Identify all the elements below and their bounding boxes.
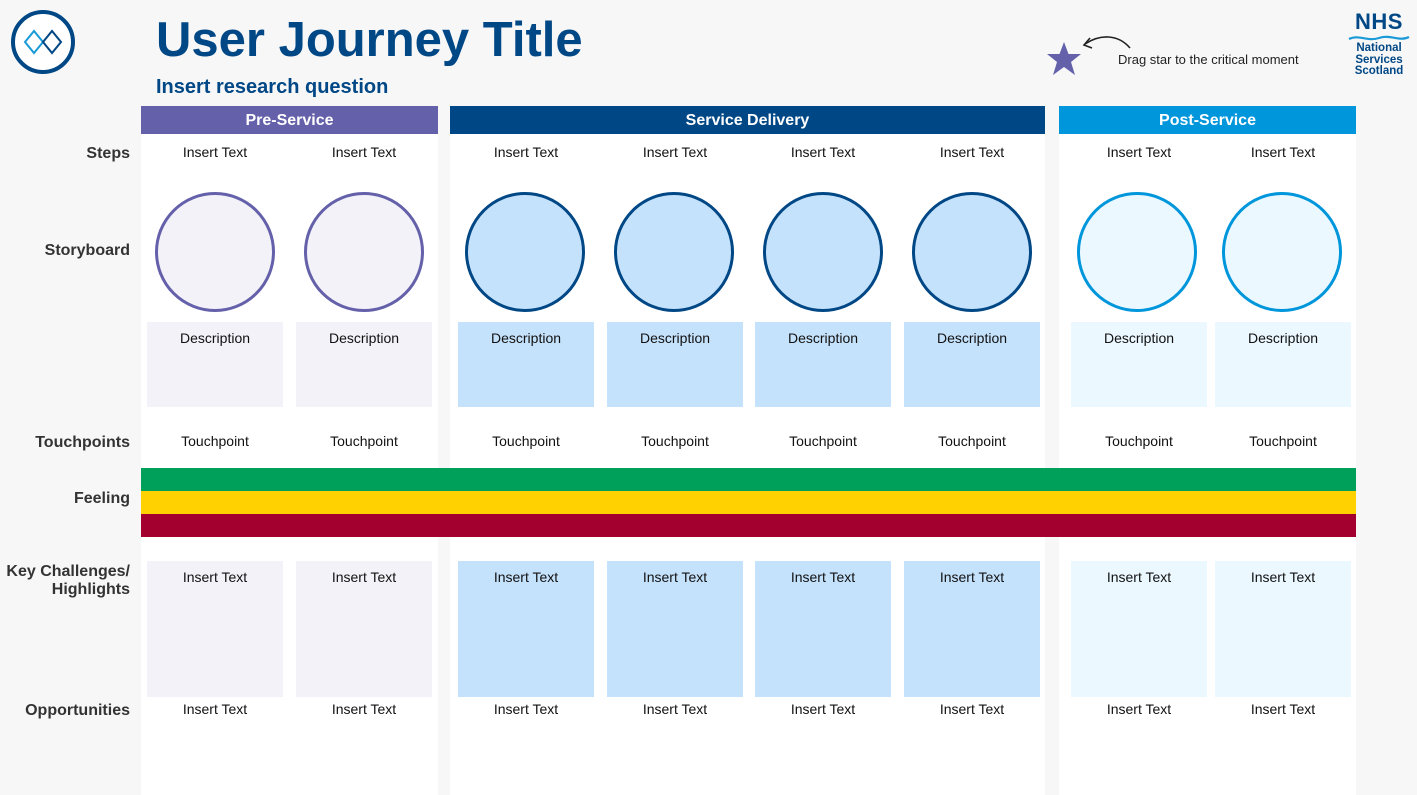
row-label-touchpoints: Touchpoints [35,434,130,451]
description-box[interactable]: Description [147,322,283,407]
star-icon[interactable] [1045,40,1083,78]
feeling-band-negative [141,514,1356,537]
row-label-key-challenges: Key Challenges/ [6,563,130,580]
nhs-org-line-1: National [1356,42,1402,54]
description-box[interactable]: Description [296,322,432,407]
description-box[interactable]: Description [607,322,743,407]
storyboard-circle[interactable] [1077,192,1197,312]
challenge-box[interactable]: Insert Text [147,561,283,697]
nhs-logo: NHS National Services Scotland [1344,10,1414,78]
opportunity-text[interactable]: Insert Text [182,701,248,717]
storyboard-circle[interactable] [614,192,734,312]
row-label-steps: Steps [86,145,130,162]
page-title: User Journey Title [156,13,583,67]
opportunity-text[interactable]: Insert Text [790,701,856,717]
challenge-box[interactable]: Insert Text [296,561,432,697]
description-box[interactable]: Description [755,322,891,407]
storyboard-circle[interactable] [304,192,424,312]
touchpoint-text[interactable]: Touchpoint [181,433,249,449]
nhs-wordmark: NHS [1355,9,1403,34]
opportunity-text[interactable]: Insert Text [331,701,397,717]
touchpoint-text[interactable]: Touchpoint [789,433,857,449]
app-logo [11,10,75,74]
step-text[interactable]: Insert Text [493,144,559,160]
row-label-opportunities: Opportunities [25,702,130,719]
challenge-box[interactable]: Insert Text [458,561,594,697]
drag-star-hint: Drag star to the critical moment [1118,52,1299,67]
page-subtitle: Insert research question [156,76,389,98]
storyboard-circle[interactable] [1222,192,1342,312]
step-text[interactable]: Insert Text [642,144,708,160]
touchpoint-text[interactable]: Touchpoint [330,433,398,449]
storyboard-circle[interactable] [465,192,585,312]
touchpoint-text[interactable]: Touchpoint [1105,433,1173,449]
challenge-box[interactable]: Insert Text [607,561,743,697]
challenge-box[interactable]: Insert Text [1071,561,1207,697]
touchpoint-text[interactable]: Touchpoint [1249,433,1317,449]
phase-header-service-delivery: Service Delivery [450,106,1045,134]
storyboard-circle[interactable] [912,192,1032,312]
opportunity-text[interactable]: Insert Text [1250,701,1316,717]
feeling-band-positive [141,468,1356,491]
diamond-logo-icon [23,29,63,55]
step-text[interactable]: Insert Text [331,144,397,160]
wave-icon [1348,35,1410,41]
row-label-highlights: Highlights [51,581,130,598]
nhs-org-line-3: Scotland [1354,65,1404,77]
opportunity-text[interactable]: Insert Text [939,701,1005,717]
step-text[interactable]: Insert Text [1250,144,1316,160]
opportunity-text[interactable]: Insert Text [493,701,559,717]
description-box[interactable]: Description [1215,322,1351,407]
challenge-box[interactable]: Insert Text [1215,561,1351,697]
opportunity-text[interactable]: Insert Text [642,701,708,717]
description-box[interactable]: Description [1071,322,1207,407]
description-box[interactable]: Description [904,322,1040,407]
description-box[interactable]: Description [458,322,594,407]
step-text[interactable]: Insert Text [1106,144,1172,160]
row-label-storyboard: Storyboard [44,242,130,259]
touchpoint-text[interactable]: Touchpoint [492,433,560,449]
challenge-box[interactable]: Insert Text [904,561,1040,697]
storyboard-circle[interactable] [763,192,883,312]
touchpoint-text[interactable]: Touchpoint [938,433,1006,449]
feeling-band-neutral [141,491,1356,514]
touchpoint-text[interactable]: Touchpoint [641,433,709,449]
curved-arrow-icon [1082,36,1131,49]
step-text[interactable]: Insert Text [182,144,248,160]
phase-header-pre-service: Pre-Service [141,106,438,134]
challenge-box[interactable]: Insert Text [755,561,891,697]
opportunity-text[interactable]: Insert Text [1106,701,1172,717]
step-text[interactable]: Insert Text [790,144,856,160]
nhs-org-line-2: Services [1355,53,1403,66]
row-label-feeling: Feeling [73,490,130,507]
phase-header-post-service: Post-Service [1059,106,1356,134]
step-text[interactable]: Insert Text [939,144,1005,160]
storyboard-circle[interactable] [155,192,275,312]
